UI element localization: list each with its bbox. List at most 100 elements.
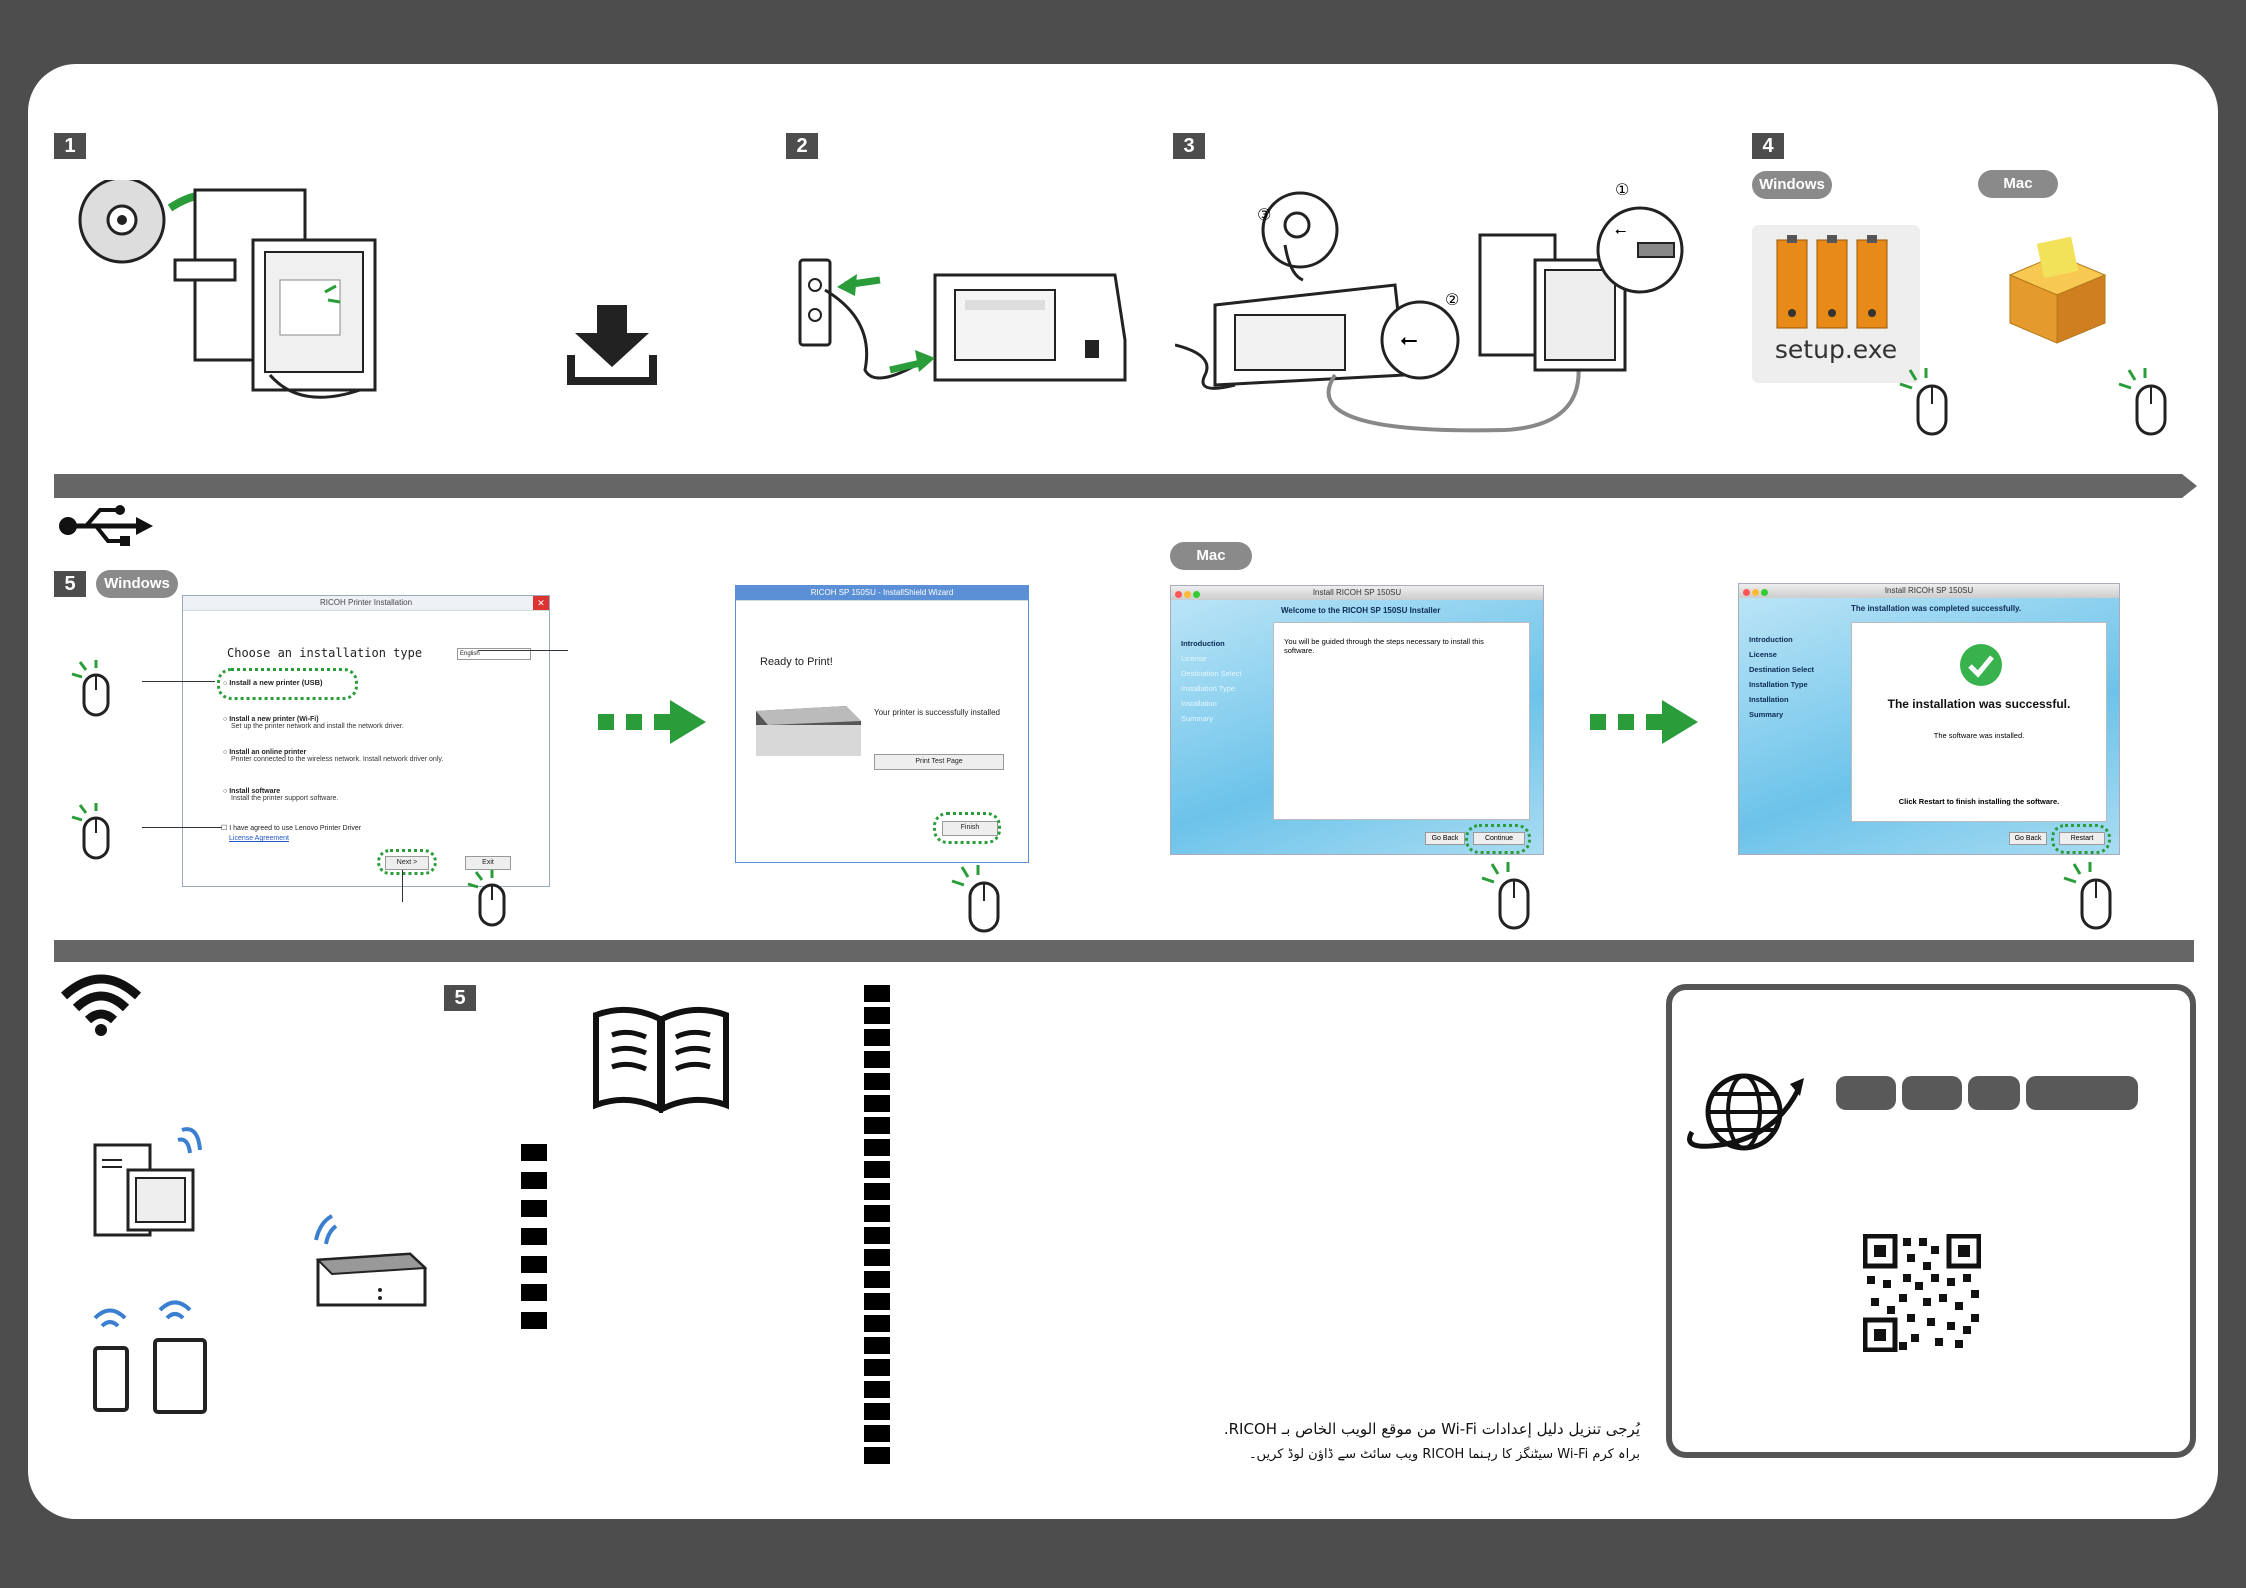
option-wifi-desc: Set up the printer network and install t… [231, 723, 404, 730]
close-icon[interactable]: ✕ [533, 596, 549, 610]
language-select[interactable]: English [457, 648, 531, 660]
redacted-block [864, 1381, 890, 1398]
redacted-block [864, 1249, 890, 1266]
urdu-wifi-note: براہ کرم Wi-Fi سیٹنگز کا رہنما RICOH ویب… [1248, 1447, 1640, 1462]
green-arrow-icon [598, 700, 706, 744]
redacted-block [864, 1029, 890, 1046]
click-mouse-icon [2063, 862, 2112, 930]
mac-welcome-sidebar: Introduction License Destination Select … [1181, 636, 1241, 726]
sidebar-item-destination: Destination Select [1181, 669, 1242, 678]
wizard-titlebar: RICOH SP 150SU - InstallShield Wizard [736, 586, 1028, 601]
mac-welcome-title: Install RICOH SP 150SU [1312, 588, 1402, 597]
sidebar-item-installation: Installation [1749, 695, 1789, 704]
option-software-label: Install software [229, 788, 281, 795]
redacted-block [521, 1284, 547, 1301]
mac-done-titlebar: Install RICOH SP 150SU [1739, 584, 2119, 598]
mac-welcome-titlebar: Install RICOH SP 150SU [1171, 586, 1543, 600]
mac-welcome-body: You will be guided through the steps nec… [1284, 637, 1484, 655]
redacted-block [864, 1205, 890, 1222]
redacted-block [864, 1007, 890, 1024]
step-4-number: 4 [1752, 133, 1784, 159]
usb-windows-pill: Windows [96, 570, 178, 598]
continue-button[interactable]: Continue [1473, 832, 1525, 845]
sidebar-item-installation-type: Installation Type [1181, 684, 1236, 693]
qr-code-icon[interactable] [1863, 1234, 1981, 1352]
click-mouse-icon-mac [2118, 368, 2167, 436]
leader-line [478, 650, 568, 651]
printer-usb-computer-illustration: ③ ⭠ ② ⭠ ① [1175, 180, 1684, 433]
agree-checkbox[interactable]: ☐ I have agreed to use Lenovo Printer Dr… [221, 825, 362, 832]
finish-highlight [933, 812, 1001, 844]
redacted-block [864, 1227, 890, 1244]
exit-button[interactable]: Exit [465, 856, 511, 870]
go-back-button[interactable]: Go Back [2009, 832, 2047, 845]
success-text: Your printer is successfully installed [874, 708, 1000, 717]
section-divider-arrow [54, 474, 2197, 498]
sidebar-item-introduction: Introduction [1181, 639, 1225, 648]
option-software-desc: Install the printer support software. [231, 795, 339, 802]
usb-option-highlight [217, 668, 358, 700]
redacted-block [864, 1315, 890, 1332]
redacted-pill [1968, 1076, 2020, 1110]
click-mouse-icon [951, 865, 1000, 933]
sidebar-item-introduction: Introduction [1749, 635, 1793, 644]
click-mouse-icon [467, 870, 506, 927]
svg-text:⭠: ⭠ [1400, 328, 1418, 353]
finish-button[interactable]: Finish [942, 821, 998, 836]
success-check-icon [1960, 644, 2002, 686]
installer-title: RICOH Printer Installation [319, 598, 413, 607]
wifi-icon [60, 974, 142, 1036]
redacted-block [864, 1139, 890, 1156]
computer-wifi-icon [93, 1127, 202, 1237]
setup-exe-icon[interactable]: setup.exe [1752, 225, 1920, 383]
leader-line [142, 827, 222, 828]
sidebar-item-license: License [1181, 654, 1207, 663]
go-back-button[interactable]: Go Back [1425, 832, 1465, 845]
mac-done-title: Install RICOH SP 150SU [1884, 586, 1974, 595]
redacted-pill [1902, 1076, 1962, 1110]
mac-package-icon[interactable] [1995, 235, 2120, 345]
mac-installer-welcome-window: Install RICOH SP 150SU Welcome to the RI… [1170, 585, 1544, 855]
redacted-block [864, 1271, 890, 1288]
license-link[interactable]: License Agreement [229, 835, 289, 842]
redacted-block [864, 1161, 890, 1178]
option-wifi[interactable]: ○ Install a new printer (Wi-Fi)Set up th… [223, 716, 404, 730]
callout-2: ② [1445, 290, 1459, 309]
sidebar-item-installation: Installation [1181, 699, 1217, 708]
web-info-box [1666, 984, 2196, 1458]
redacted-block [864, 1293, 890, 1310]
restart-highlight [2051, 824, 2111, 854]
restart-button[interactable]: Restart [2059, 832, 2105, 845]
globe-icon [1687, 1073, 1804, 1151]
green-arrow-icon [1590, 700, 1698, 744]
option-usb[interactable]: ○ Install a new printer (USB) [223, 678, 323, 687]
sidebar-item-license: License [1749, 650, 1777, 659]
setup-binders-icon [1776, 235, 1888, 329]
redacted-block [521, 1144, 547, 1161]
window-lights [1743, 587, 1770, 601]
click-mouse-icon [71, 660, 110, 717]
step-1-number: 1 [54, 133, 86, 159]
callout-3: ③ [1257, 205, 1271, 224]
option-usb-label: Install a new printer (USB) [229, 678, 323, 687]
option-online-desc: Printer connected to the wireless networ… [231, 756, 444, 763]
usb-icon [59, 505, 153, 546]
redacted-block [864, 1425, 890, 1442]
redacted-pill [1836, 1076, 1896, 1110]
window-lights [1175, 589, 1202, 603]
mac-done-header: The installation was completed successfu… [1851, 604, 2022, 613]
leader-line [142, 681, 215, 682]
redacted-block [521, 1312, 547, 1329]
redacted-block [521, 1256, 547, 1273]
mac-welcome-panel: You will be guided through the steps nec… [1273, 622, 1530, 820]
printer-wifi-icon [314, 1214, 428, 1307]
step-3-number: 3 [1173, 133, 1205, 159]
option-wifi-label: Install a new printer (Wi-Fi) [229, 716, 319, 723]
sidebar-item-destination: Destination Select [1749, 665, 1815, 674]
usb-mac-pill: Mac [1170, 542, 1252, 570]
restart-note: Click Restart to finish installing the s… [1898, 797, 2060, 806]
printer-power-illustration [798, 258, 1127, 382]
print-test-page-button[interactable]: Print Test Page [874, 754, 1004, 770]
